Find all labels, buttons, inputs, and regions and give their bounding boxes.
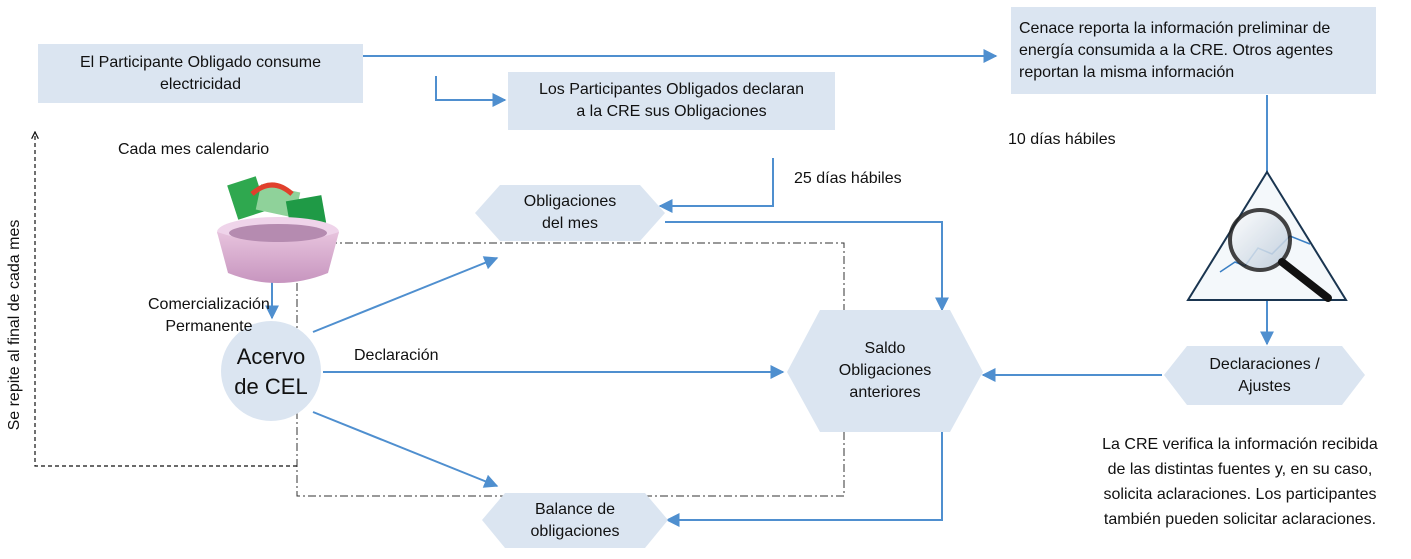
- hex-obligaciones-mes: Obligaciones del mes: [523, 193, 617, 232]
- arrow-obligaciones-to-saldo: [665, 221, 949, 312]
- box-declaran: Los Participantes Obligados declaran a l…: [508, 72, 835, 130]
- hex-declaraciones-shape: [1164, 346, 1365, 405]
- arrow-circle-to-obligaciones: [312, 256, 499, 333]
- label-diez-dias: 10 días hábiles: [1008, 131, 1116, 148]
- loop-back-dashed: [35, 132, 297, 467]
- arrow-consume-to-declaran: [435, 76, 507, 107]
- acervo-circle-label: Acervo de CEL: [234, 344, 308, 399]
- label-cada-mes: Cada mes calendario: [118, 141, 270, 158]
- magnifier-chart-icon: [1186, 170, 1348, 302]
- dashdot-frame: [296, 242, 845, 497]
- label-se-repite: Se repite al final de cada mes: [6, 219, 23, 431]
- box-cenace: Cenace reporta la información preliminar…: [1011, 7, 1376, 94]
- hex-balance-shape: [482, 493, 668, 548]
- hex-saldo: Saldo Obligaciones anteriores: [838, 340, 932, 401]
- arrow-declaran-to-obligaciones: [658, 158, 774, 213]
- money-basket-icon: [217, 176, 339, 283]
- box-consume: El Participante Obligado consume electri…: [38, 44, 363, 103]
- label-comercializacion: Comercialización Permanente: [148, 296, 270, 335]
- hex-obligaciones-mes-shape: [475, 185, 665, 241]
- hex-balance: Balance de obligaciones: [530, 500, 620, 540]
- label-cre-verifica: La CRE verifica la información recibida …: [1102, 436, 1378, 528]
- arrow-saldo-to-balance: [665, 432, 943, 527]
- acervo-circle: [221, 321, 321, 421]
- hex-saldo-shape: [787, 310, 983, 432]
- arrow-circle-to-balance: [312, 411, 499, 488]
- hex-declaraciones: Declaraciones / Ajustes: [1209, 355, 1320, 395]
- label-declaracion: Declaración: [354, 347, 439, 364]
- label-veinticinco-dias: 25 días hábiles: [794, 170, 902, 187]
